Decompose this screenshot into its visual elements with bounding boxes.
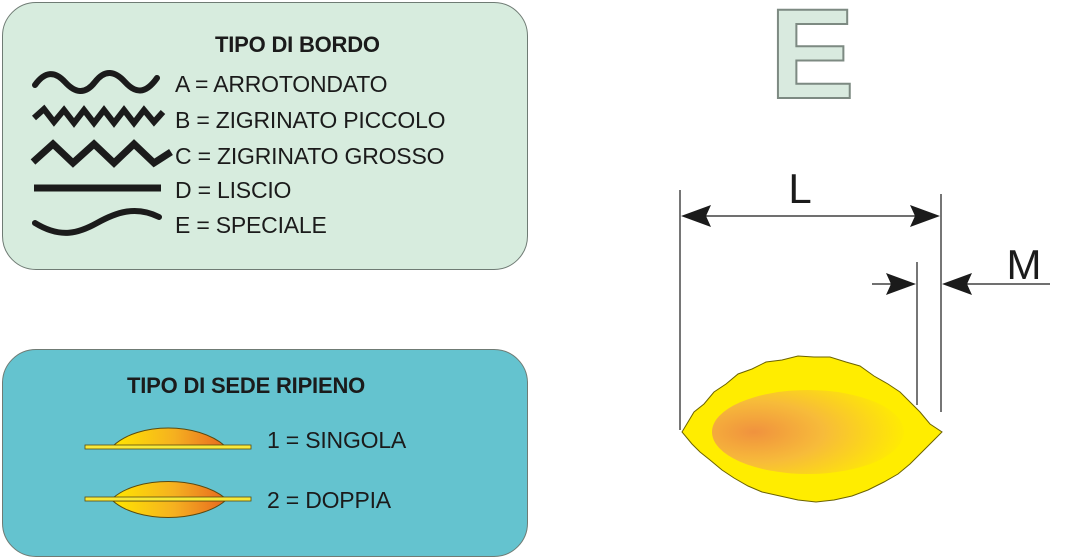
- edge-type-label-b: B = ZIGRINATO PICCOLO: [175, 107, 446, 133]
- edge-code-letter: E: [769, 0, 854, 126]
- edge-type-panel: TIPO DI BORDO A = ARROTONDATO B = ZIGRIN…: [2, 2, 528, 270]
- single-cavity-icon: [84, 427, 252, 450]
- margin-label: M: [1007, 241, 1042, 288]
- edge-type-label-a: A = ARROTONDATO: [175, 71, 388, 97]
- length-label: L: [788, 165, 811, 212]
- filling-cavity: [712, 390, 904, 474]
- large-zigzag-icon: [30, 139, 173, 168]
- double-cavity-icon: [84, 481, 252, 518]
- rounded-wave-icon: [32, 70, 160, 94]
- s-curve-icon: [32, 208, 162, 236]
- small-zigzag-icon: [31, 104, 166, 128]
- filling-type-label-1: 1 = SINGOLA: [267, 427, 407, 453]
- arrowhead-inward-left-icon: [886, 273, 916, 295]
- edge-type-label-c: C = ZIGRINATO GROSSO: [175, 143, 445, 169]
- arrowhead-right-icon: [910, 205, 940, 227]
- edge-type-title: TIPO DI BORDO: [215, 32, 380, 57]
- filling-type-label-2: 2 = DOPPIA: [267, 487, 391, 513]
- margin-dimension: M: [872, 241, 1050, 405]
- length-dimension: L: [679, 165, 942, 430]
- edge-type-label-d: D = LISCIO: [175, 177, 292, 203]
- filling-type-panel: TIPO DI SEDE RIPIENO 1 = SINGOLA 2 = DOP…: [2, 349, 528, 557]
- straight-line-icon: [34, 184, 161, 192]
- filling-type-title: TIPO DI SEDE RIPIENO: [127, 373, 366, 398]
- edge-type-label-e: E = SPECIALE: [175, 212, 327, 238]
- arrowhead-inward-right-icon: [942, 273, 972, 295]
- arrowhead-left-icon: [681, 205, 711, 227]
